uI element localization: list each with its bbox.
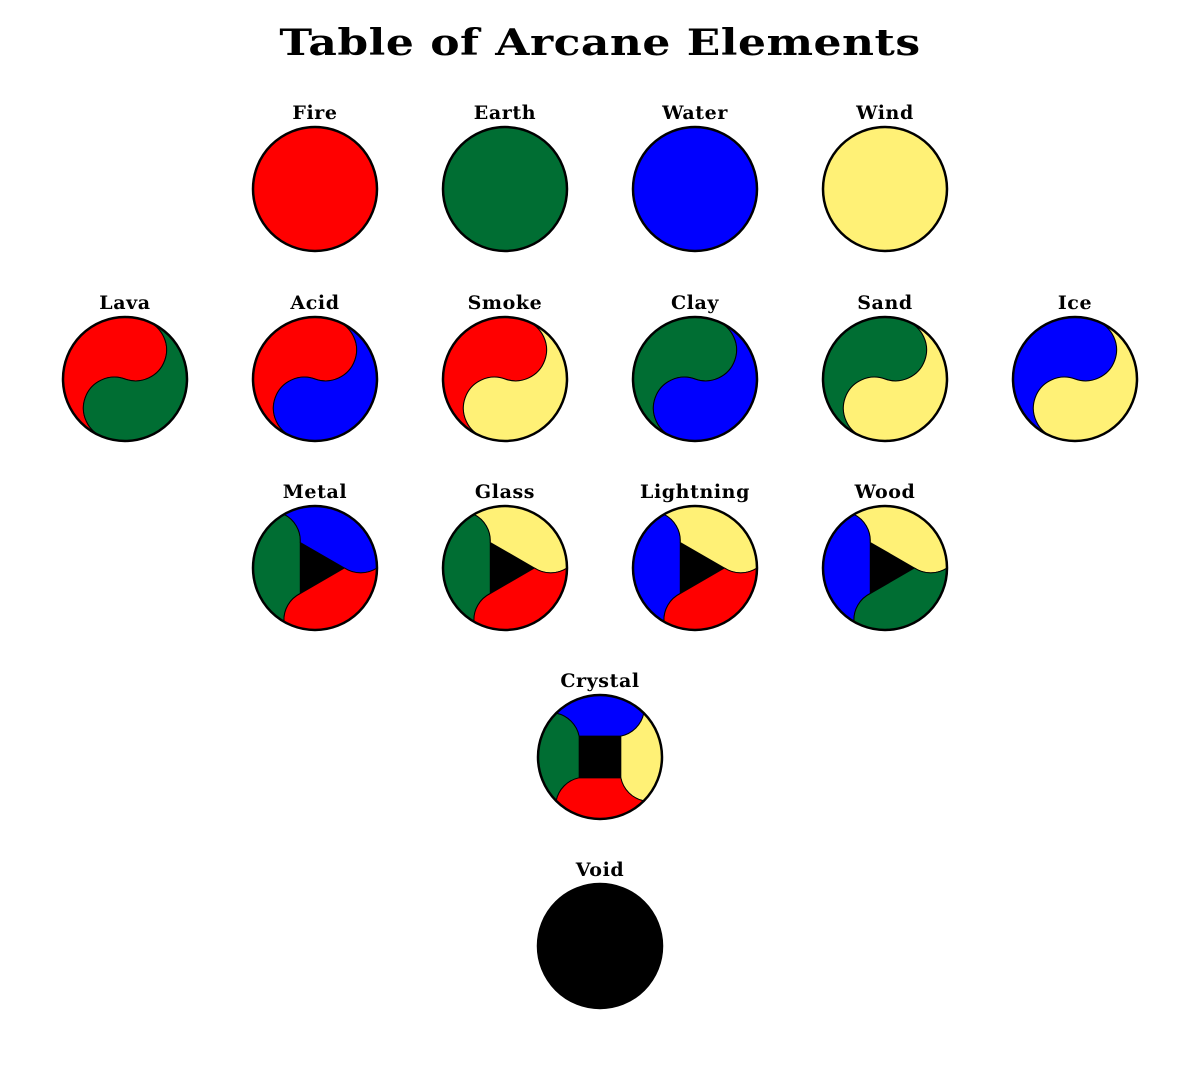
page-title: Table of Arcane Elements xyxy=(279,22,921,64)
crystal-outline xyxy=(536,693,664,821)
element-label-sand: Sand xyxy=(857,292,913,314)
earth-outline xyxy=(441,125,569,253)
element-earth: Earth xyxy=(441,102,569,253)
element-clay: Clay xyxy=(631,292,759,443)
element-wind: Wind xyxy=(821,102,949,253)
element-label-earth: Earth xyxy=(474,102,536,124)
earth-circle xyxy=(443,127,567,251)
element-label-glass: Glass xyxy=(475,481,535,503)
element-label-wood: Wood xyxy=(854,481,916,503)
water-outline xyxy=(631,125,759,253)
element-label-void: Void xyxy=(575,859,625,881)
element-lightning: Lightning xyxy=(631,481,759,632)
fire-outline xyxy=(251,125,379,253)
element-label-lightning: Lightning xyxy=(640,481,750,503)
element-crystal: Crystal xyxy=(536,670,664,821)
element-label-crystal: Crystal xyxy=(560,670,639,692)
element-label-clay: Clay xyxy=(671,292,719,314)
element-glass: Glass xyxy=(441,481,569,632)
element-label-fire: Fire xyxy=(292,102,337,124)
wood-outline xyxy=(821,504,949,632)
element-label-lava: Lava xyxy=(99,292,150,314)
element-lava: Lava xyxy=(61,292,189,443)
wind-circle xyxy=(823,127,947,251)
ice-outline xyxy=(1011,315,1139,443)
metal-outline xyxy=(251,504,379,632)
element-label-water: Water xyxy=(661,102,728,124)
wind-outline xyxy=(821,125,949,253)
element-wood: Wood xyxy=(821,481,949,632)
element-label-smoke: Smoke xyxy=(468,292,543,314)
element-ice: Ice xyxy=(1011,292,1139,443)
lightning-outline xyxy=(631,504,759,632)
element-void: Void xyxy=(536,859,664,1010)
void-outline xyxy=(536,882,664,1010)
element-label-acid: Acid xyxy=(289,292,339,314)
glass-outline xyxy=(441,504,569,632)
element-label-metal: Metal xyxy=(283,481,347,503)
water-circle xyxy=(633,127,757,251)
sand-outline xyxy=(821,315,949,443)
element-smoke: Smoke xyxy=(441,292,569,443)
element-label-wind: Wind xyxy=(855,102,914,124)
void-circle xyxy=(538,884,662,1008)
clay-outline xyxy=(631,315,759,443)
lava-outline xyxy=(61,315,189,443)
fire-circle xyxy=(253,127,377,251)
element-acid: Acid xyxy=(251,292,379,443)
element-water: Water xyxy=(631,102,759,253)
element-fire: Fire xyxy=(251,102,379,253)
acid-outline xyxy=(251,315,379,443)
smoke-outline xyxy=(441,315,569,443)
element-metal: Metal xyxy=(251,481,379,632)
element-label-ice: Ice xyxy=(1058,292,1092,314)
element-sand: Sand xyxy=(821,292,949,443)
